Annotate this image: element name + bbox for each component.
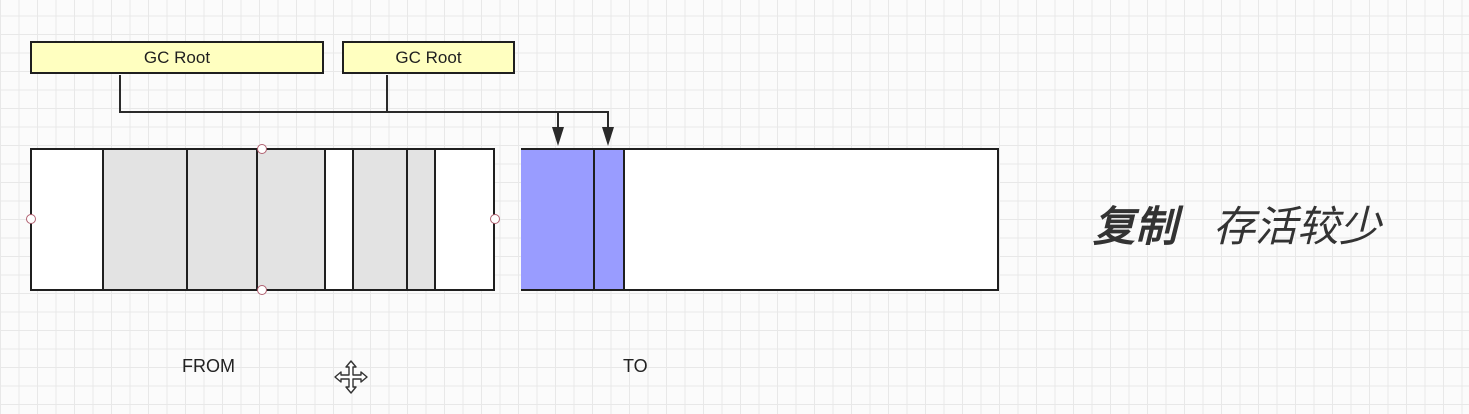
to-space-label: TO	[623, 356, 648, 376]
selection-handle-left[interactable]	[26, 214, 36, 224]
to-space-box[interactable]	[521, 148, 999, 291]
annotation-copy-text: 复制	[1093, 202, 1178, 251]
gc-root-box-1[interactable]: GC Root	[30, 41, 324, 74]
move-cursor-icon	[334, 360, 368, 394]
from-live-object-2[interactable]	[186, 150, 258, 289]
to-copied-object-1[interactable]	[521, 150, 595, 289]
from-free-slot[interactable]	[324, 150, 354, 289]
annotation-title: 复制存活较少	[1093, 193, 1381, 254]
gc-root-1-connector	[119, 75, 609, 134]
gc-root-label-2: GC Root	[395, 47, 462, 67]
annotation-survival-text: 存活较少	[1213, 202, 1382, 251]
from-live-object-5[interactable]	[406, 150, 436, 289]
to-copied-object-2[interactable]	[593, 150, 625, 289]
selection-handle-right[interactable]	[490, 214, 500, 224]
gc-root-label-1: GC Root	[143, 47, 211, 67]
selection-handle-top[interactable]	[257, 144, 267, 154]
from-live-object-4[interactable]	[352, 150, 408, 289]
from-live-object-3[interactable]	[256, 150, 326, 289]
from-space-label: FROM	[182, 356, 235, 376]
arrow-head-object-2	[602, 127, 614, 146]
from-space-box[interactable]	[30, 148, 495, 291]
selection-handle-bottom[interactable]	[257, 285, 267, 295]
gc-root-box-2[interactable]: GC Root	[342, 41, 515, 74]
from-live-object-1[interactable]	[102, 150, 188, 289]
arrow-head-object-1	[552, 127, 564, 146]
